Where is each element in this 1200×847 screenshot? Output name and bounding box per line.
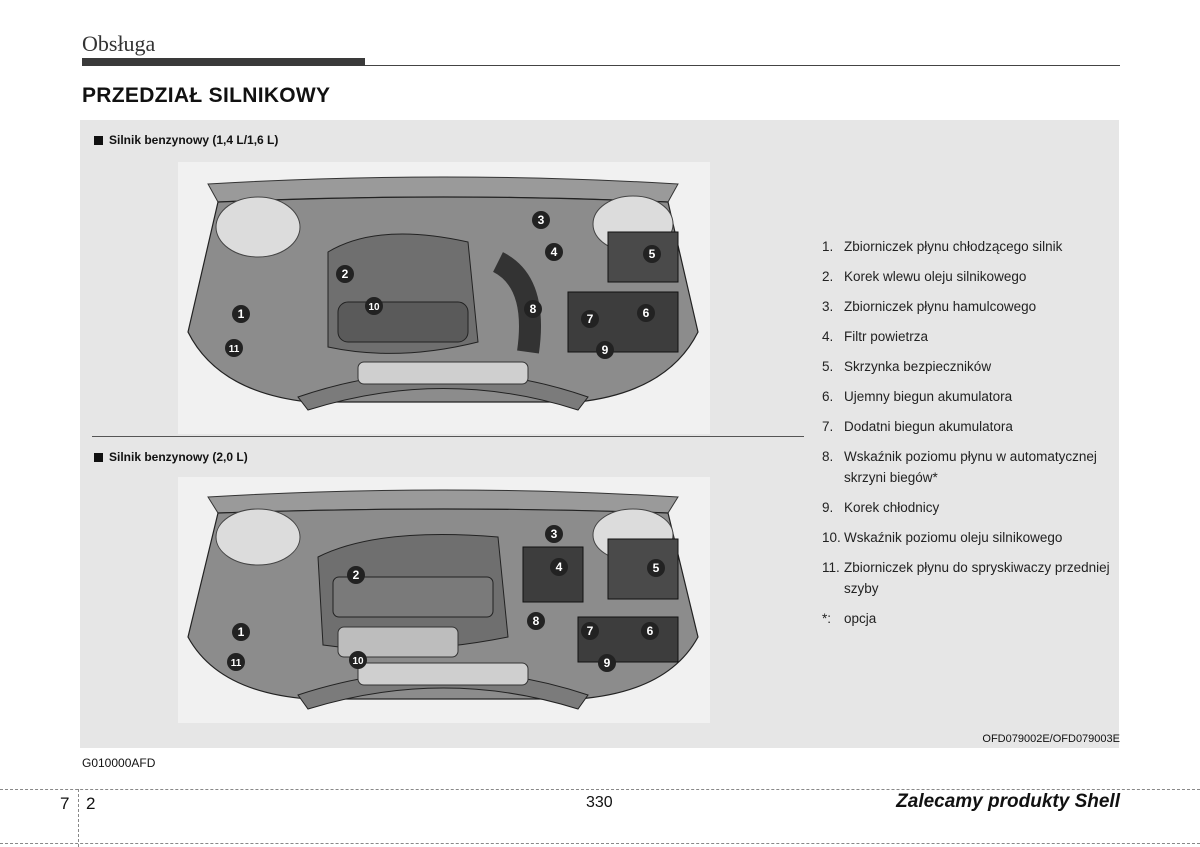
callout-6-b: 6	[647, 624, 654, 638]
callout-7-b: 7	[587, 624, 594, 638]
legend-item: 4.Filtr powietrza	[822, 329, 929, 344]
callout-4-marker	[545, 243, 563, 261]
callout-8-marker	[524, 300, 542, 318]
engine-2-label: Silnik benzynowy (2,0 L)	[94, 450, 248, 464]
callout-4-marker-2	[550, 558, 568, 576]
callout-6-marker	[637, 304, 655, 322]
footer-dashed-divider	[78, 789, 79, 847]
page-title: PRZEDZIAŁ SILNIKOWY	[82, 84, 331, 107]
callout-11: 11	[229, 344, 240, 355]
figure-code: OFD079002E/OFD079003E	[982, 733, 1120, 745]
callout-1-marker-2	[232, 623, 250, 641]
bottom-dashed-line	[0, 843, 1200, 844]
callout-8-b: 8	[533, 614, 540, 628]
engine-bay-image-2: 3 4 5 2 8 7 6 1 10 9 11	[178, 477, 710, 723]
callout-5-marker	[643, 245, 661, 263]
callout-6: 6	[643, 306, 650, 320]
callout-5-marker-2	[647, 559, 665, 577]
callout-1: 1	[238, 307, 245, 321]
engine-2-label-text: Silnik benzynowy (2,0 L)	[109, 450, 248, 464]
callout-3-marker	[532, 211, 550, 229]
callout-9-marker	[596, 341, 614, 359]
legend-item: 2.Korek wlewu oleju silnikowego	[822, 269, 1027, 284]
callout-8-marker-2	[527, 612, 545, 630]
callout-9: 9	[602, 343, 609, 357]
callout-10-marker	[365, 297, 383, 315]
legend-item: 8.Wskaźnik poziomu płynu w automatycznej…	[822, 449, 1097, 485]
callout-3-b: 3	[551, 527, 558, 541]
section-header: Obsługa	[82, 31, 156, 56]
engine-bay-image-1: 3 4 5 2 10 8 6 7 1 9 11	[178, 162, 710, 434]
callout-4: 4	[551, 245, 558, 259]
header-rule	[365, 65, 1120, 66]
engine-1-label-text: Silnik benzynowy (1,4 L/1,6 L)	[109, 133, 279, 147]
callout-11-marker-2	[227, 653, 245, 671]
callout-10-marker-2	[349, 651, 367, 669]
callout-3-marker-2	[545, 525, 563, 543]
callout-11-marker	[225, 339, 243, 357]
footer-slogan: Zalecamy produkty Shell	[896, 791, 1120, 812]
callout-5-b: 5	[653, 561, 660, 575]
callout-9-b: 9	[604, 656, 611, 670]
callout-7-marker	[581, 310, 599, 328]
chapter-number: 7	[60, 794, 70, 813]
callout-10: 10	[368, 302, 380, 313]
callout-2-marker-2	[347, 566, 365, 584]
engine-1-label: Silnik benzynowy (1,4 L/1,6 L)	[94, 133, 278, 147]
legend-item: 6.Ujemny biegun akumulatora	[822, 389, 1013, 404]
component-legend: 1.Zbiorniczek płynu chłodzącego silnik 2…	[822, 236, 1122, 638]
legend-item: *:opcja	[822, 611, 877, 626]
header-bar	[82, 58, 365, 66]
callout-7-marker-2	[581, 622, 599, 640]
square-bullet-icon	[94, 135, 103, 145]
callout-2: 2	[342, 267, 349, 281]
page-number: 330	[586, 794, 613, 811]
callout-7: 7	[587, 312, 594, 326]
legend-item: 5.Skrzynka bezpieczników	[822, 359, 992, 374]
callout-11-b: 11	[231, 658, 242, 669]
callout-2-b: 2	[353, 568, 360, 582]
callout-1-marker	[232, 305, 250, 323]
callout-2-marker	[336, 265, 354, 283]
callout-6-marker-2	[641, 622, 659, 640]
chapter-page: 2	[86, 794, 96, 813]
legend-item: 11.Zbiorniczek płynu do spryskiwaczy prz…	[822, 560, 1110, 596]
callout-10-b: 10	[352, 656, 364, 667]
legend-item: 10.Wskaźnik poziomu oleju silnikowego	[822, 530, 1063, 545]
figure-divider	[92, 436, 804, 437]
footer-dashed-line	[0, 789, 1200, 790]
legend-item: 7.Dodatni biegun akumulatora	[822, 419, 1013, 434]
callout-5: 5	[649, 247, 656, 261]
legend-item: 9.Korek chłodnicy	[822, 500, 940, 515]
legend-item: 1.Zbiorniczek płynu chłodzącego silnik	[822, 239, 1063, 254]
square-bullet-icon	[94, 452, 103, 462]
document-code: G010000AFD	[82, 756, 156, 770]
legend-item: 3.Zbiorniczek płynu hamulcowego	[822, 299, 1037, 314]
callout-4-b: 4	[556, 560, 563, 574]
callout-9-marker-2	[598, 654, 616, 672]
callout-3: 3	[538, 213, 545, 227]
callout-1-b: 1	[238, 625, 245, 639]
callout-8: 8	[530, 302, 537, 316]
